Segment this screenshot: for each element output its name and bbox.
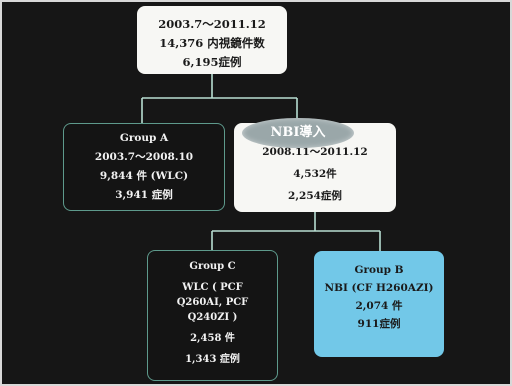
group-b-scope: NBI (CF H260AZI) — [324, 282, 434, 294]
group-a-count: 9,844 件 (WLC) — [99, 170, 189, 182]
group-b-count: 2,074 件 — [355, 300, 403, 312]
group-b-box: Group B NBI (CF H260AZI) 2,074 件 911症例 — [314, 251, 444, 357]
group-a-title: Group A — [119, 132, 169, 144]
group-c-scope-line-1: WLC ( PCF — [182, 282, 243, 293]
nbi-count: 4,532件 — [293, 168, 337, 180]
group-a-box: Group A 2003.7～2008.10 9,844 件 (WLC) 3,9… — [63, 123, 225, 211]
group-c-scope-line-2: Q260AI, PCF — [176, 297, 249, 308]
group-c-box: Group C WLC ( PCF Q260AI, PCF Q240ZI ) 2… — [147, 250, 278, 381]
total-period: 2003.7～2011.12 — [158, 17, 266, 31]
total-patient-count: 6,195症例 — [182, 55, 242, 69]
total-endoscopy-box: 2003.7～2011.12 14,376 内視鏡件数 6,195症例 — [137, 6, 287, 74]
nbi-patients: 2,254症例 — [288, 190, 342, 202]
group-b-title: Group B — [354, 264, 404, 276]
group-a-period: 2003.7～2008.10 — [94, 151, 194, 163]
nbi-intro-badge: NBI導入 — [242, 118, 354, 148]
group-c-scope-line-3: Q240ZI ) — [187, 312, 238, 323]
group-c-count: 2,458 件 — [190, 333, 235, 344]
total-endoscopy-count: 14,376 内視鏡件数 — [159, 36, 265, 50]
group-a-patients: 3,941 症例 — [115, 189, 173, 201]
group-c-title: Group C — [189, 261, 236, 272]
group-c-patients: 1,343 症例 — [185, 354, 240, 365]
nbi-period: 2008.11～2011.12 — [262, 146, 368, 158]
group-b-patients: 911症例 — [357, 318, 401, 330]
